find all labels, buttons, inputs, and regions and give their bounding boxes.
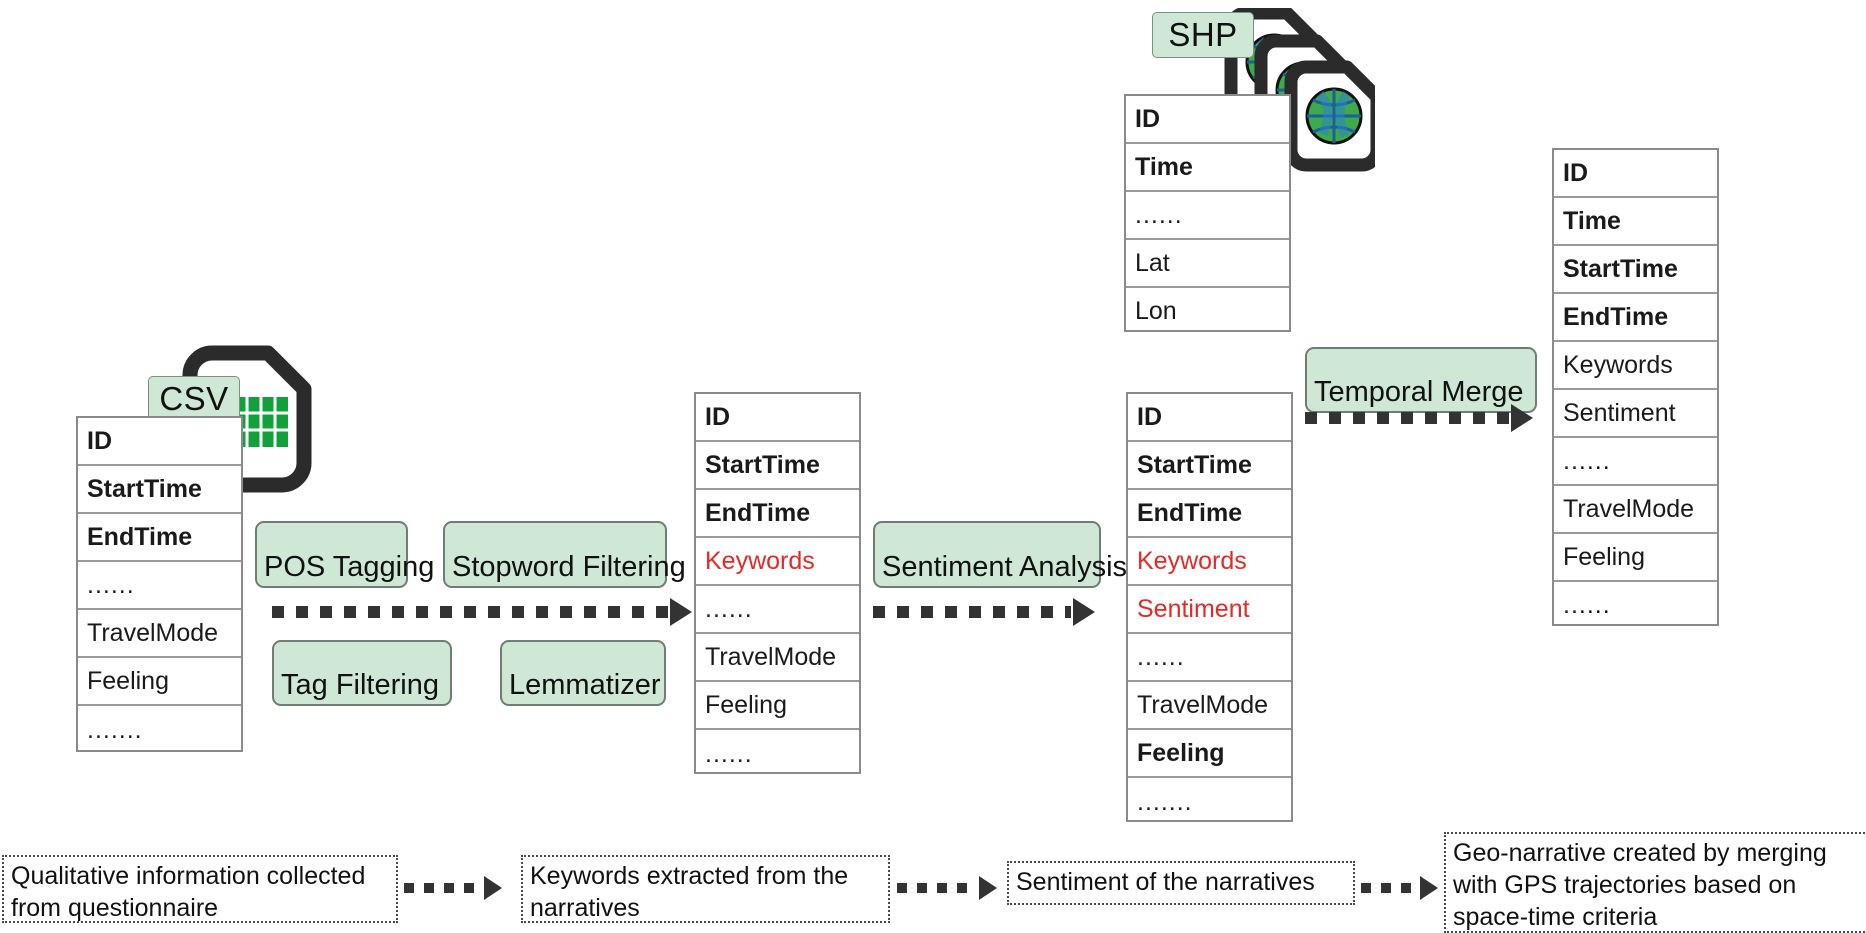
process-sentiment-analysis[interactable]: Sentiment Analysis xyxy=(873,521,1127,588)
keywords-table: ID StartTime EndTime Keywords ...... Tra… xyxy=(694,392,861,774)
process-label: POS Tagging xyxy=(264,551,435,583)
shp-file-front xyxy=(1284,60,1384,172)
gps-table: ID Time ...... Lat Lon xyxy=(1124,94,1291,332)
process-temporal-merge[interactable]: Temporal Merge xyxy=(1305,347,1537,413)
csv-format-tag: CSV xyxy=(148,376,240,422)
table-row: Feeling xyxy=(1128,730,1291,778)
process-label: Sentiment Analysis xyxy=(882,551,1128,583)
caption-text: Qualitative information collected from q… xyxy=(11,862,366,922)
table-row: Keywords xyxy=(696,538,859,586)
arrow-text-pipeline xyxy=(272,598,692,626)
caption-keywords: Keywords extracted from the narratives xyxy=(521,855,890,923)
table-row: ...... xyxy=(1128,634,1291,682)
process-label: Tag Filtering xyxy=(281,669,439,701)
table-row: Sentiment xyxy=(1128,586,1291,634)
process-label: Lemmatizer xyxy=(509,669,661,701)
table-row: Feeling xyxy=(78,658,241,706)
arrow-caption-3 xyxy=(1361,876,1438,900)
arrow-head xyxy=(979,876,997,900)
caption-text: Keywords extracted from the narratives xyxy=(530,862,849,922)
table-row: StartTime xyxy=(1128,442,1291,490)
sentiment-table: ID StartTime EndTime Keywords Sentiment … xyxy=(1126,392,1293,822)
table-row: EndTime xyxy=(696,490,859,538)
arrow-shaft xyxy=(873,606,1071,618)
table-row: Keywords xyxy=(1554,342,1717,390)
arrow-caption-1 xyxy=(404,876,502,900)
arrow-head xyxy=(1511,404,1533,432)
table-row: EndTime xyxy=(78,514,241,562)
table-row: TravelMode xyxy=(696,634,859,682)
csv-format-label: CSV xyxy=(159,380,229,417)
table-row: ...... xyxy=(705,739,753,768)
arrow-head xyxy=(1420,876,1438,900)
table-row: ID xyxy=(1554,150,1717,198)
table-row: ...... xyxy=(1126,192,1289,240)
table-row: TravelMode xyxy=(1128,682,1291,730)
table-row: Sentiment xyxy=(1554,390,1717,438)
arrow-shaft xyxy=(404,883,482,893)
arrow-shaft xyxy=(1361,883,1418,893)
table-row: TravelMode xyxy=(1554,486,1717,534)
caption-text: Sentiment of the narratives xyxy=(1016,868,1315,896)
caption-sentiment: Sentiment of the narratives xyxy=(1007,861,1355,905)
table-row: Time xyxy=(1126,144,1289,192)
table-row: StartTime xyxy=(78,466,241,514)
table-row: Lat xyxy=(1126,240,1289,288)
process-pos-tagging[interactable]: POS Tagging xyxy=(255,521,434,588)
process-lemmatizer[interactable]: Lemmatizer xyxy=(500,640,666,706)
process-label: Stopword Filtering xyxy=(452,551,686,583)
table-row: ...... xyxy=(1554,438,1717,486)
table-row: ...... xyxy=(78,562,241,610)
table-row: ID xyxy=(1128,394,1291,442)
table-row: TravelMode xyxy=(78,610,241,658)
caption-questionnaire: Qualitative information collected from q… xyxy=(2,855,398,923)
arrow-temporal-merge xyxy=(1305,404,1533,432)
process-tag-filtering[interactable]: Tag Filtering xyxy=(272,640,452,706)
table-row: Lon xyxy=(1135,296,1177,325)
table-row: ...... xyxy=(1563,590,1611,619)
table-row: ID xyxy=(78,418,241,466)
table-row: StartTime xyxy=(1554,246,1717,294)
table-row: ....... xyxy=(1137,787,1193,816)
table-row: ....... xyxy=(87,715,143,744)
table-row: StartTime xyxy=(696,442,859,490)
process-stopword-filtering[interactable]: Stopword Filtering xyxy=(443,521,686,588)
geonarrative-table: ID Time StartTime EndTime Keywords Senti… xyxy=(1552,148,1719,626)
arrow-head xyxy=(484,876,502,900)
arrow-shaft xyxy=(1305,412,1509,424)
table-row: Feeling xyxy=(1554,534,1717,582)
arrow-shaft xyxy=(897,883,977,893)
table-row: Time xyxy=(1554,198,1717,246)
arrow-head xyxy=(1073,598,1095,626)
arrow-caption-2 xyxy=(897,876,997,900)
questionnaire-table: ID StartTime EndTime ...... TravelMode F… xyxy=(76,416,243,752)
process-label: Temporal Merge xyxy=(1314,376,1524,408)
table-row: Feeling xyxy=(696,682,859,730)
shp-format-label: SHP xyxy=(1168,16,1238,53)
caption-text: Geo-narrative created by merging with GP… xyxy=(1453,839,1827,931)
table-row: EndTime xyxy=(1554,294,1717,342)
arrow-head xyxy=(670,598,692,626)
caption-geonarrative: Geo-narrative created by merging with GP… xyxy=(1444,832,1866,933)
arrow-sentiment-analysis xyxy=(873,598,1095,626)
table-row: ...... xyxy=(696,586,859,634)
arrow-shaft xyxy=(272,606,668,618)
table-row: EndTime xyxy=(1128,490,1291,538)
table-row: ID xyxy=(696,394,859,442)
shp-format-tag: SHP xyxy=(1152,12,1254,58)
table-row: ID xyxy=(1126,96,1289,144)
table-row: Keywords xyxy=(1128,538,1291,586)
